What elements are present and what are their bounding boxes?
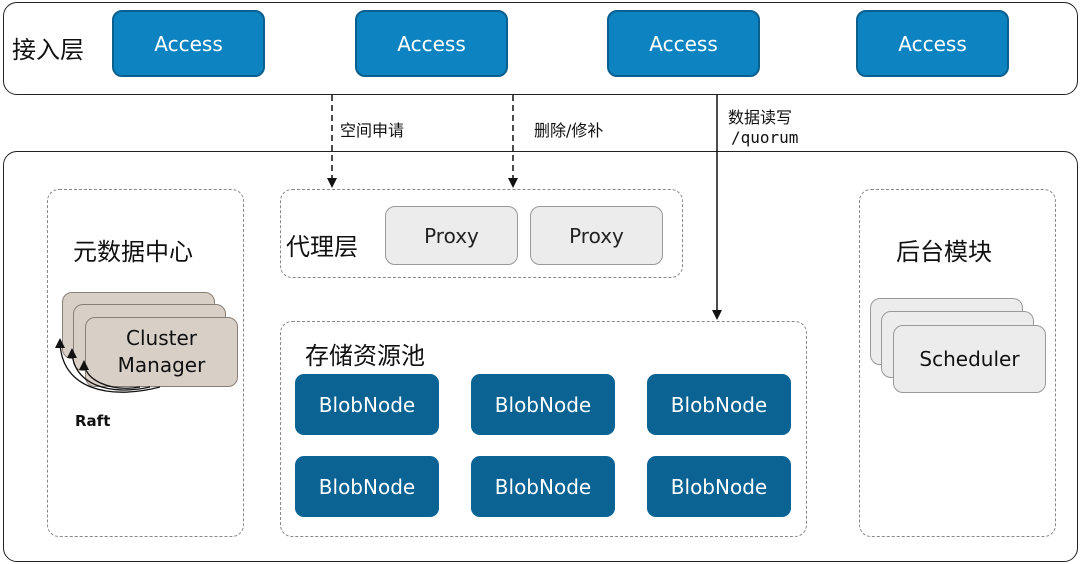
quorum-label: /quorum — [731, 128, 799, 147]
blobnode-1: BlobNode — [295, 374, 439, 435]
delete-repair-label: 删除/修补 — [534, 121, 604, 140]
cluster-manager-node: Cluster Manager — [85, 317, 238, 387]
access-node-4: Access — [856, 10, 1009, 77]
proxy-layer-title: 代理层 — [286, 233, 358, 261]
background-module-title: 后台模块 — [896, 238, 992, 266]
access-node-3: Access — [607, 10, 760, 77]
access-node-2: Access — [355, 10, 508, 77]
raft-label: Raft — [75, 412, 111, 430]
raft-arrow-3 — [79, 360, 141, 389]
blobnode-6: BlobNode — [647, 456, 791, 517]
raft-arrow-2 — [67, 348, 151, 391]
access-node-1: Access — [112, 10, 265, 77]
proxy-node-2: Proxy — [530, 206, 663, 265]
proxy-node-1: Proxy — [385, 206, 518, 265]
storage-pool-box — [280, 321, 807, 537]
background-module-box — [859, 189, 1056, 537]
metadata-center-box — [47, 189, 244, 537]
blobnode-5: BlobNode — [471, 456, 615, 517]
blobnode-3: BlobNode — [647, 374, 791, 435]
scheduler-node: Scheduler — [893, 325, 1046, 393]
blobnode-2: BlobNode — [471, 374, 615, 435]
metadata-center-title: 元数据中心 — [73, 238, 193, 266]
data-rw-label: 数据读写 — [728, 108, 793, 127]
proxy-layer-box — [280, 189, 683, 278]
access-layer-title: 接入层 — [12, 36, 84, 64]
storage-pool-title: 存储资源池 — [305, 342, 425, 370]
raft-arrow-1 — [55, 338, 161, 393]
blobnode-4: BlobNode — [295, 456, 439, 517]
cluster-manager-label-line1: Cluster — [126, 326, 197, 350]
cluster-manager-label-line2: Manager — [117, 353, 206, 377]
space-request-label: 空间申请 — [340, 121, 405, 140]
